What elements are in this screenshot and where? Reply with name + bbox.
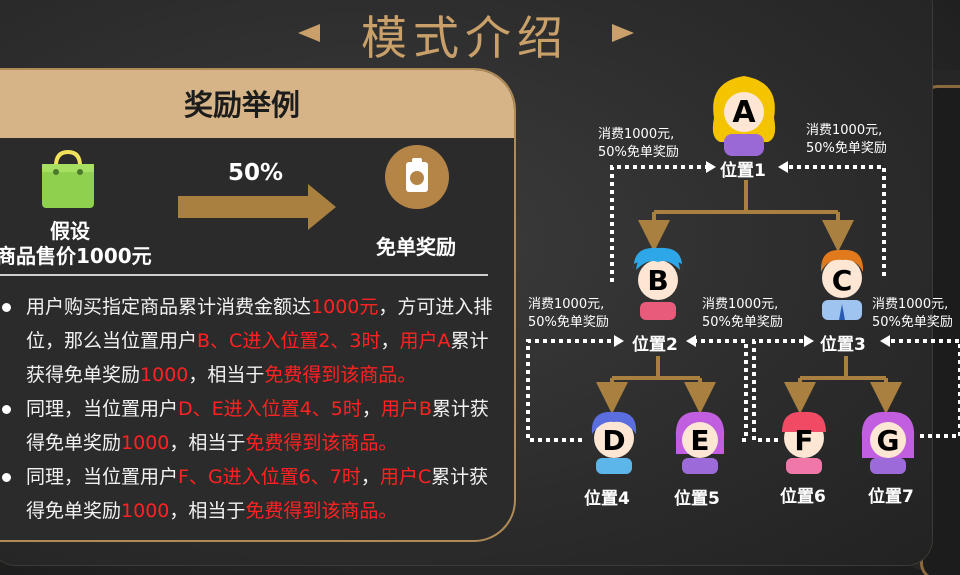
title-right-triangle-icon [612, 24, 634, 42]
body-text: 累计获得免单奖励 [26, 330, 489, 386]
reward-note: 消费1000元,50%免单奖励 [598, 127, 679, 160]
bullet-item: 同理，当位置用户D、E进入位置4、5时，用户B累计获得免单奖励1000，相当于免… [0, 392, 500, 460]
node-label-5: 位置5 [674, 489, 720, 509]
reward-note: 消费1000元,50%免单奖励 [702, 297, 783, 330]
body-text: ，相当于 [169, 500, 246, 522]
position-tree: A B C D E [520, 60, 960, 575]
avatar-letter: D [602, 424, 625, 457]
body-text: 同理，当位置用户 [26, 466, 179, 488]
node-label-2: 位置2 [632, 335, 678, 355]
shopping-bag-icon [42, 150, 94, 208]
avatar-letter: F [794, 424, 813, 457]
right-arrow-icon [178, 184, 336, 230]
percent-label: 50% [228, 160, 284, 186]
body-text: 累计获得免单奖励 [26, 466, 489, 522]
bullet-item: 用户购买指定商品累计消费金额达1000元，方可进入排位，那么当位置用户B、C进入… [0, 290, 500, 392]
avatar-letter: A [732, 95, 756, 130]
coupon-icon [385, 145, 449, 209]
price-label: 商品售价1000元 [0, 244, 152, 268]
avatar-b: B [633, 247, 683, 320]
body-text: 累计获得免单奖励 [26, 398, 489, 454]
card-title: 奖励举例 [183, 88, 300, 122]
avatar-letter: B [647, 264, 668, 297]
node-label-3: 位置3 [820, 335, 866, 355]
highlight-text: 用户C [379, 466, 432, 488]
avatar-e: E [675, 411, 725, 474]
body-text: 用户购买指定商品累计消费金额达 [26, 296, 312, 318]
node-label-7: 位置7 [868, 487, 914, 507]
highlight-text: 用户A [399, 330, 451, 352]
highlight-text: 1000 [121, 432, 170, 454]
body-text: ， [361, 398, 381, 420]
reward-label: 免单奖励 [376, 235, 456, 259]
divider [0, 274, 488, 276]
reward-note: 消费1000元,50%免单奖励 [872, 297, 953, 330]
highlight-text: D、E进入位置4、5时 [178, 398, 362, 420]
body-text: 同理，当位置用户 [26, 398, 179, 420]
title-left-triangle-icon [298, 24, 320, 42]
body-text: ，方可进入排位，那么当位置用户 [26, 296, 493, 352]
body-text: ，相当于 [188, 364, 265, 386]
highlight-text: 1000 [121, 500, 170, 522]
highlight-text: 免费得到该商品。 [245, 432, 398, 454]
highlight-text: 1000元 [311, 296, 379, 318]
highlight-text: F、G进入位置6、7时 [178, 466, 361, 488]
body-text: ， [380, 330, 400, 352]
body-text: ， [360, 466, 380, 488]
tree-connectors [526, 161, 960, 442]
avatar-letter: E [690, 424, 709, 457]
node-label-4: 位置4 [584, 489, 630, 509]
highlight-text: 免费得到该商品。 [264, 364, 417, 386]
avatar-f: F [782, 411, 826, 474]
avatar-letter: G [877, 424, 900, 457]
node-label-6: 位置6 [780, 487, 826, 507]
assume-label: 假设 [50, 219, 90, 243]
body-text: ，相当于 [169, 432, 246, 454]
avatar-g: G [861, 411, 915, 474]
avatar-d: D [591, 411, 637, 474]
avatar-a: A [712, 76, 776, 156]
avatar-letter: C [832, 264, 853, 297]
highlight-text: 用户B [380, 398, 432, 420]
reward-note: 消费1000元,50%免单奖励 [528, 297, 609, 330]
highlight-text: 1000 [140, 364, 189, 386]
bullet-item: 同理，当位置用户F、G进入位置6、7时，用户C累计获得免单奖励1000，相当于免… [0, 460, 500, 528]
highlight-text: 免费得到该商品。 [245, 500, 398, 522]
highlight-text: B、C进入位置2、3时 [197, 330, 381, 352]
reward-note: 消费1000元,50%免单奖励 [806, 123, 887, 156]
page-title: 模式介绍 [361, 11, 569, 65]
node-label-1: 位置1 [720, 161, 766, 181]
bullet-list: 用户购买指定商品累计消费金额达1000元，方可进入排位，那么当位置用户B、C进入… [0, 290, 500, 528]
card-header: 奖励举例 [0, 70, 514, 138]
avatar-c: C [820, 249, 864, 320]
